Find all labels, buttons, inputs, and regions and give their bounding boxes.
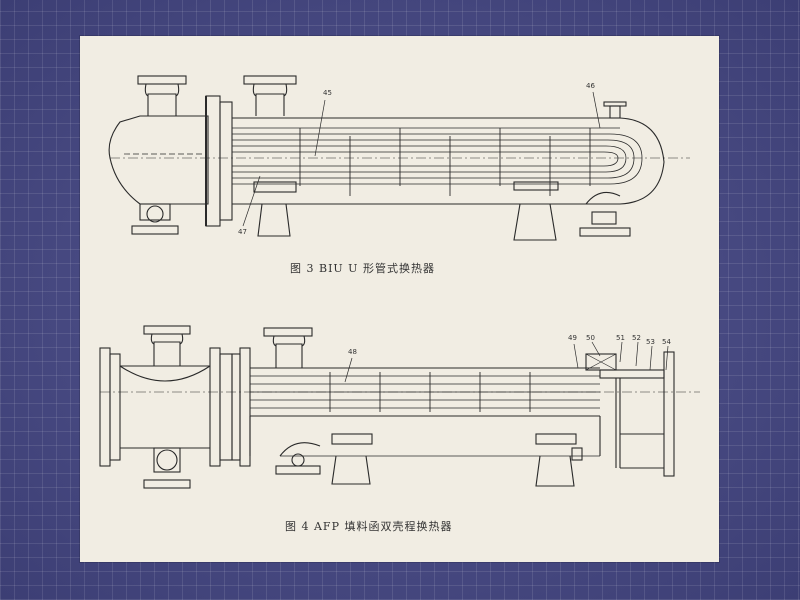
figure3-caption: 图 3 BIU U 形管式换热器 (290, 262, 435, 275)
part-label-49: 49 (568, 334, 577, 342)
part-label-53: 53 (646, 338, 655, 346)
part-label-46: 46 (586, 82, 595, 90)
figure4-caption: 图 4 AFP 填料函双壳程换热器 (285, 520, 453, 533)
part-label-47: 47 (238, 228, 247, 236)
part-label-54: 54 (662, 338, 671, 346)
part-label-48: 48 (348, 348, 357, 356)
part-label-45: 45 (323, 89, 332, 97)
figure3-drawing (108, 75, 690, 241)
part-label-52: 52 (632, 334, 641, 342)
part-label-51: 51 (616, 334, 625, 342)
drawings-svg (99, 75, 700, 489)
scanned-figure: 45 46 47 48 49 50 51 52 53 54 图 3 BIU U … (80, 36, 719, 562)
part-label-50: 50 (586, 334, 595, 342)
figure4-drawing (99, 325, 700, 489)
